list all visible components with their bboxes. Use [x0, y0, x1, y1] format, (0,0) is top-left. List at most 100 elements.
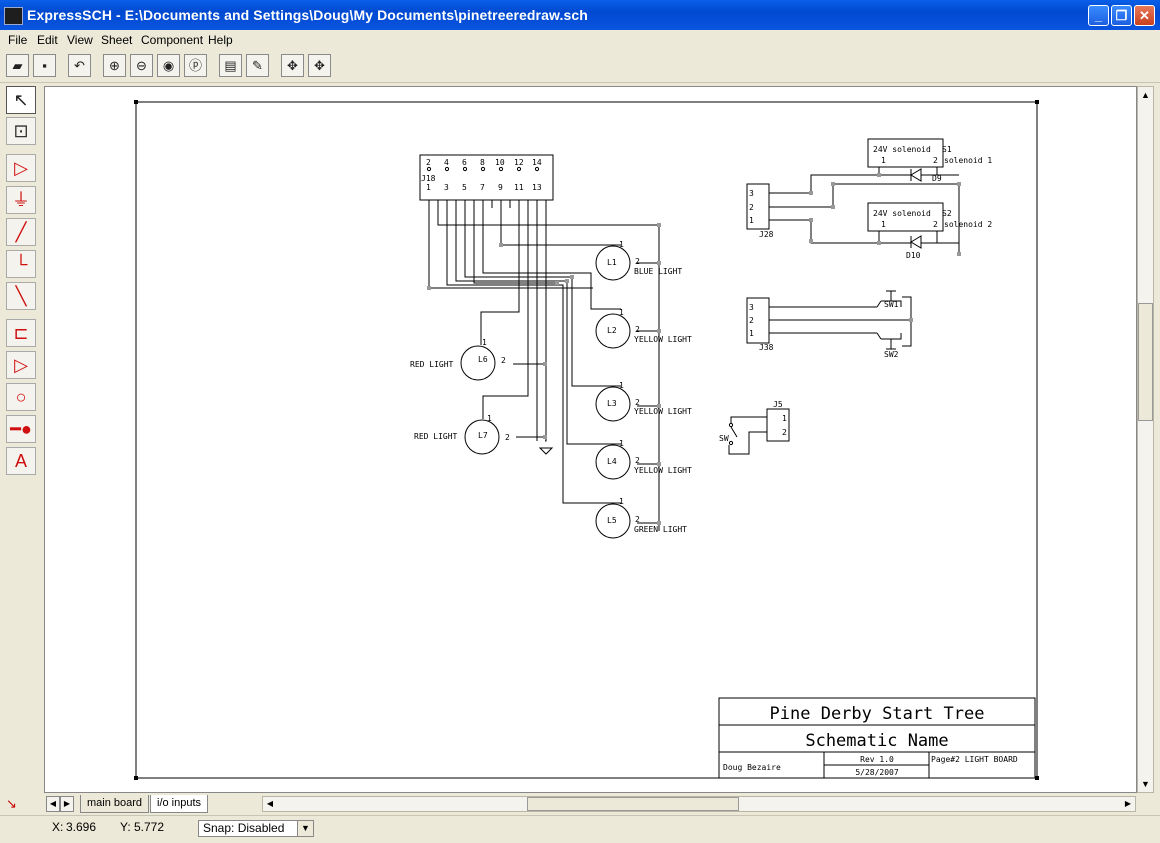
- chevron-down-icon[interactable]: ▼: [297, 821, 313, 836]
- svg-text:3: 3: [444, 183, 449, 192]
- pointer-icon: ↖: [13, 90, 29, 110]
- svg-text:S1: S1: [942, 145, 952, 154]
- menu-edit[interactable]: Edit: [37, 33, 58, 47]
- move-label-button[interactable]: ✥: [308, 54, 331, 77]
- ic-tool[interactable]: ⊏: [6, 319, 36, 347]
- move-button[interactable]: ✥: [281, 54, 304, 77]
- scroll-up-icon[interactable]: ▲: [1141, 90, 1150, 100]
- app-icon: [4, 7, 23, 25]
- edit-part-button[interactable]: ✎: [246, 54, 269, 77]
- zoom-fit-sheet-button[interactable]: ↘: [6, 795, 32, 812]
- save-button[interactable]: ▪: [33, 54, 56, 77]
- zoom-area-tool[interactable]: ⊡: [6, 117, 36, 145]
- menu-component[interactable]: Component: [141, 33, 204, 47]
- snap-select[interactable]: Snap: Disabled ▼: [198, 820, 314, 837]
- svg-text:1: 1: [619, 240, 624, 249]
- horizontal-scroll-thumb[interactable]: [527, 797, 739, 811]
- svg-text:2: 2: [933, 220, 938, 229]
- zoom-out-button[interactable]: ⊖: [130, 54, 153, 77]
- scroll-down-icon[interactable]: ▼: [1141, 779, 1150, 789]
- zoom-out-icon: ⊖: [136, 58, 147, 73]
- lamp-l6: L6 1 2 RED LIGHT: [410, 338, 506, 381]
- corner-wire-tool[interactable]: └: [6, 250, 36, 278]
- svg-text:11: 11: [514, 183, 524, 192]
- title-block-date: 5/28/2007: [855, 768, 899, 777]
- schematic-drawing: Pine Derby Start Tree Schematic Name Dou…: [134, 100, 1039, 780]
- select-tool[interactable]: ↖: [6, 86, 36, 114]
- schematic-canvas[interactable]: Pine Derby Start Tree Schematic Name Dou…: [44, 86, 1137, 793]
- tab-next-button[interactable]: ▶: [60, 796, 74, 812]
- svg-text:24V solenoid: 24V solenoid: [873, 209, 931, 218]
- svg-text:8: 8: [480, 158, 485, 167]
- svg-text:2: 2: [635, 398, 640, 407]
- tab-io-inputs[interactable]: i/o inputs: [150, 795, 209, 813]
- svg-text:SW1: SW1: [884, 300, 899, 309]
- title-block-page: Page#2 LIGHT BOARD: [931, 755, 1018, 764]
- edit-part-icon: ✎: [252, 58, 263, 73]
- svg-text:4: 4: [444, 158, 449, 167]
- close-button[interactable]: ✕: [1134, 5, 1155, 26]
- text-tool[interactable]: A: [6, 447, 36, 475]
- wire-icon: ╱: [15, 222, 27, 242]
- maximize-button[interactable]: ❐: [1111, 5, 1132, 26]
- circle-icon: ○: [15, 387, 27, 407]
- junction-tool[interactable]: ━●: [6, 415, 36, 443]
- j18-ref: J18: [421, 174, 436, 183]
- place-component-tool[interactable]: ▷: [6, 154, 36, 182]
- svg-text:SW2: SW2: [884, 350, 899, 359]
- properties-button[interactable]: ▤: [219, 54, 242, 77]
- title-block-title: Pine Derby Start Tree: [770, 704, 985, 724]
- vertical-scrollbar[interactable]: ▲ ▼: [1137, 86, 1154, 793]
- svg-text:L4: L4: [607, 457, 617, 466]
- svg-text:2: 2: [426, 158, 431, 167]
- svg-text:5: 5: [462, 183, 467, 192]
- svg-text:2: 2: [505, 433, 510, 442]
- undo-icon: ↶: [74, 58, 85, 73]
- title-block-rev: Rev 1.0: [860, 755, 894, 764]
- scroll-left-icon[interactable]: ◀: [266, 799, 274, 808]
- zoom-page-button[interactable]: ⓟ: [184, 54, 207, 77]
- tab-prev-button[interactable]: ◀: [46, 796, 60, 812]
- lamp-l2-label: YELLOW LIGHT: [634, 335, 692, 344]
- svg-text:L7: L7: [478, 431, 488, 440]
- menu-sheet[interactable]: Sheet: [101, 33, 133, 47]
- zoom-fit-icon: ◉: [162, 58, 175, 73]
- solenoid-s2: 24V solenoid S2 1 2 solenoid 2 D10: [867, 202, 992, 260]
- connector-j18: J18 2 4 6 8 10 12 14 1 3 5 7 9 11 13: [419, 154, 554, 208]
- lamp-l5: L5 1 2 GREEN LIGHT: [595, 497, 687, 539]
- menu-bar: File Edit View Sheet Component Help: [0, 30, 1160, 50]
- horizontal-scrollbar[interactable]: ◀ ▶: [262, 796, 1136, 812]
- wire-tool[interactable]: ╱: [6, 218, 36, 246]
- zoom-fit-button[interactable]: ◉: [157, 54, 180, 77]
- gate-tool[interactable]: ▷: [6, 351, 36, 379]
- minimize-button[interactable]: _: [1088, 5, 1109, 26]
- ic-icon: ⊏: [13, 323, 29, 343]
- bus-tool[interactable]: ╲: [6, 282, 36, 310]
- svg-text:1: 1: [482, 338, 487, 347]
- svg-text:9: 9: [498, 183, 503, 192]
- vertical-scroll-thumb[interactable]: [1138, 303, 1153, 421]
- svg-text:13: 13: [532, 183, 542, 192]
- lamp-l3-label: YELLOW LIGHT: [634, 407, 692, 416]
- menu-file[interactable]: File: [8, 33, 28, 47]
- text-icon: A: [14, 451, 27, 471]
- svg-text:6: 6: [462, 158, 467, 167]
- connector-j5: J5 1 2 SW: [719, 400, 790, 455]
- title-block-subtitle: Schematic Name: [805, 731, 948, 751]
- menu-view[interactable]: View: [67, 33, 93, 47]
- lamp-l7-label: RED LIGHT: [414, 432, 458, 441]
- circle-tool[interactable]: ○: [6, 383, 36, 411]
- floppy-icon: ▪: [42, 58, 47, 73]
- svg-text:L1: L1: [607, 258, 617, 267]
- zoom-in-button[interactable]: ⊕: [103, 54, 126, 77]
- tab-main-board[interactable]: main board: [80, 795, 150, 813]
- svg-text:2: 2: [749, 203, 754, 212]
- ground-tool[interactable]: ⏚: [6, 186, 36, 214]
- svg-text:3: 3: [749, 303, 754, 312]
- move-label-icon: ✥: [314, 58, 325, 73]
- open-button[interactable]: ▰: [6, 54, 29, 77]
- undo-button[interactable]: ↶: [68, 54, 91, 77]
- svg-text:L2: L2: [607, 326, 617, 335]
- scroll-right-icon[interactable]: ▶: [1124, 799, 1132, 808]
- menu-help[interactable]: Help: [208, 33, 233, 47]
